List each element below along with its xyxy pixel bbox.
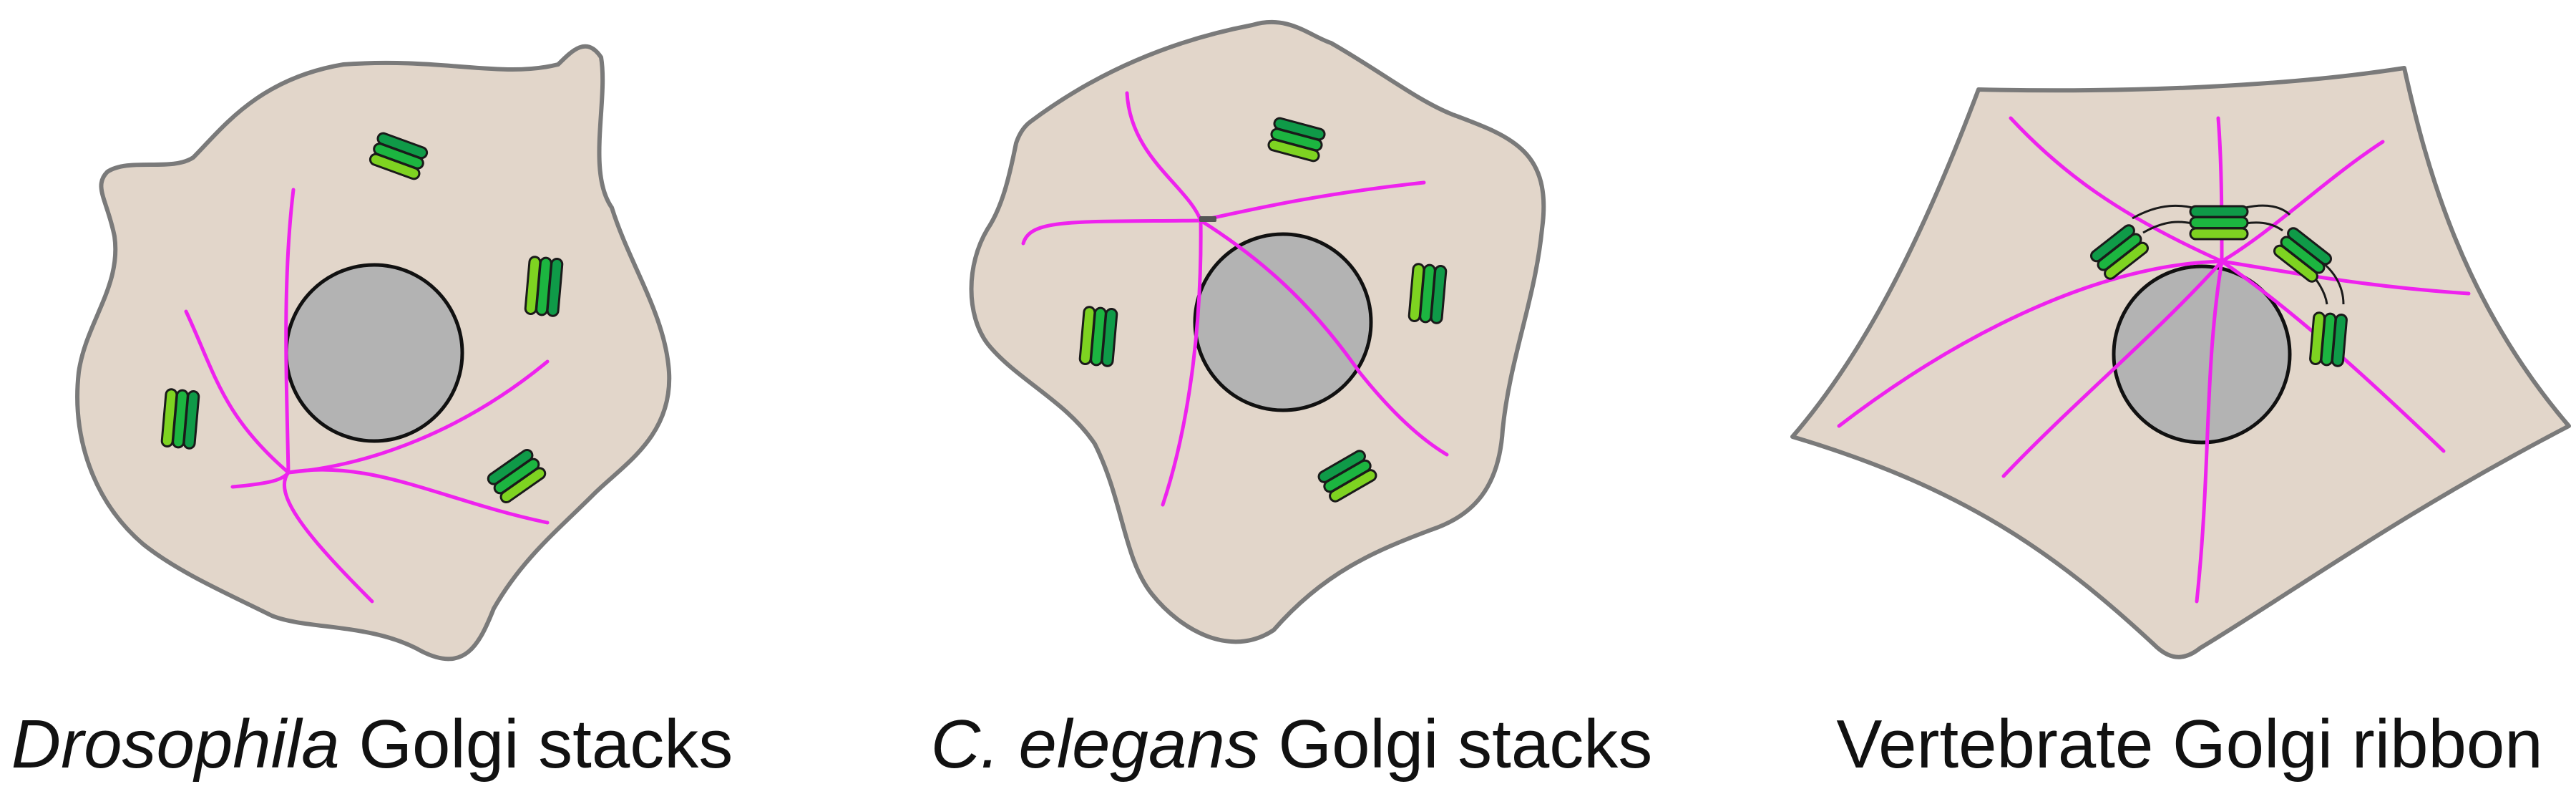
panel-vertebrate [1790,66,2571,659]
caption-vertebrate: Vertebrate Golgi ribbon [1803,705,2576,784]
panel-drosophila [75,44,672,662]
species-name: Drosophila [11,706,340,783]
caption-text: Golgi stacks [339,706,733,783]
nucleus [1193,232,1373,412]
caption-text: Vertebrate Golgi ribbon [1836,706,2543,783]
golgi-stack [524,255,564,318]
microtubules [184,188,550,604]
nucleus [284,263,464,443]
microtubules [1021,91,1449,507]
centrosome [1199,216,1216,222]
nucleus [2112,264,2292,445]
caption-c-elegans: C. elegans Golgi stacks [873,705,1710,784]
golgi-stack [1407,262,1448,325]
golgi-stack [160,387,200,450]
species-name: C. elegans [930,706,1259,783]
caption-text: Golgi stacks [1259,706,1653,783]
panel-c-elegans [969,19,1546,644]
golgi-ribbon [2087,204,2348,368]
golgi-stack [1078,305,1118,368]
caption-drosophila: Drosophila Golgi stacks [0,705,744,784]
